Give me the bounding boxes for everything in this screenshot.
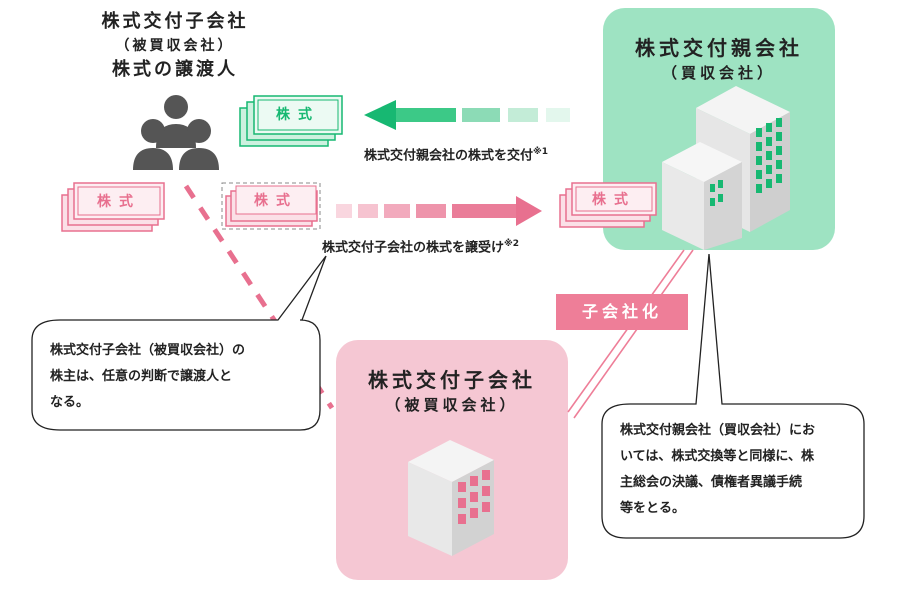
stock-label-green: 株式 (276, 107, 320, 123)
people-icon (133, 95, 219, 170)
callout-right-line3: 主総会の決議、債権者異議手続 (620, 475, 803, 490)
arrow-deliver-shares (364, 100, 570, 130)
callout-right-line4: 等をとる。 (620, 501, 686, 516)
arrow-bottom-label: 株式交付子会社の株式を譲受け※2 (322, 230, 519, 262)
link-line-b (573, 249, 694, 419)
subsidiary-subtitle: （被買収会社） (385, 396, 519, 414)
callout-right-line2: いては、株式交換等と同様に、株 (620, 449, 814, 464)
callout-right-text: 株式交付親会社（買収会社）にお いては、株式交換等と同様に、株 主総会の決議、債… (620, 418, 860, 522)
callout-left-line2: 株主は、任意の判断で譲渡人と (50, 369, 233, 384)
parent-title: 株式交付親会社 (635, 36, 803, 60)
subsidiarization-badge: 子会社化 (556, 294, 688, 330)
callout-left-line1: 株式交付子会社（被買収会社）の (50, 343, 246, 358)
arrow-top-label: 株式交付親会社の株式を交付※1 (364, 138, 548, 170)
stock-cert-pink-left (61, 182, 165, 232)
stock-cert-green (239, 95, 343, 147)
callout-left-bubble (31, 255, 327, 431)
callout-left-line3: なる。 (50, 395, 90, 410)
callout-right-line1: 株式交付親会社（買収会社）にお (620, 423, 816, 438)
stock-cert-pink-dashed (221, 182, 321, 230)
link-line-a (567, 249, 685, 413)
stock-cert-pink-right (559, 182, 657, 228)
seller-line2: （被買収会社） (115, 38, 235, 54)
seller-title: 株式交付子会社 （被買収会社） 株式の譲渡人 (60, 8, 290, 84)
callout-right-bubble (601, 253, 865, 539)
stock-label-pink-dashed: 株式 (254, 193, 298, 209)
arrow-bottom-text: 株式交付子会社の株式を譲受け (322, 240, 505, 256)
arrow-receive-shares (336, 196, 542, 226)
parent-building-icon (662, 86, 790, 250)
seller-line3: 株式の譲渡人 (112, 59, 238, 80)
arrow-top-note: ※1 (533, 147, 549, 157)
subsidiary-building-icon (408, 440, 494, 556)
arrow-top-text: 株式交付親会社の株式を交付 (364, 148, 534, 164)
stock-label-pink-left: 株式 (97, 194, 141, 210)
callout-left-text: 株式交付子会社（被買収会社）の 株主は、任意の判断で譲渡人と なる。 (50, 338, 312, 416)
parent-subtitle: （買収会社） (661, 64, 776, 82)
arrow-bottom-note: ※2 (504, 239, 520, 249)
subsidiary-title: 株式交付子会社 (368, 368, 536, 392)
seller-line1: 株式交付子会社 (101, 11, 249, 32)
stock-label-pink-right: 株式 (592, 192, 636, 208)
